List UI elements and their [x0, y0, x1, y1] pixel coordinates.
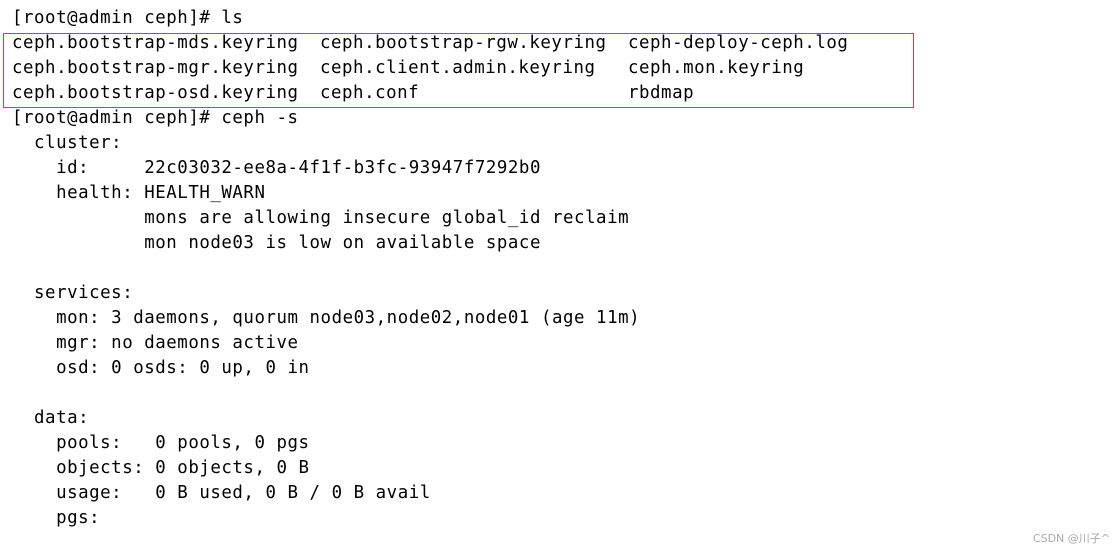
- services-osd-line: osd: 0 osds: 0 up, 0 in: [12, 358, 310, 378]
- file-entry: ceph.conf: [320, 83, 420, 103]
- cluster-health-line: health: HEALTH_WARN: [12, 183, 266, 203]
- blank-line: [12, 256, 868, 281]
- file-entry: ceph.bootstrap-osd.keyring: [12, 83, 299, 103]
- services-section-header: services:: [12, 283, 134, 303]
- data-pgs-line: pgs:: [12, 508, 101, 528]
- cluster-section-header: cluster:: [12, 133, 123, 153]
- services-mgr-line: mgr: no daemons active: [12, 333, 299, 353]
- file-entry: ceph-deploy-ceph.log: [628, 33, 849, 53]
- data-pools-line: pools: 0 pools, 0 pgs: [12, 433, 310, 453]
- ls-output-highlight-box: [3, 33, 914, 108]
- file-entry: ceph.bootstrap-mds.keyring: [12, 33, 299, 53]
- health-detail-line: mon node03 is low on available space: [12, 233, 541, 253]
- ceph-status-command-line: [root@admin ceph]# ceph -s: [12, 108, 299, 128]
- services-mon-line: mon: 3 daemons, quorum node03,node02,nod…: [12, 308, 641, 328]
- data-section-header: data:: [12, 408, 90, 428]
- terminal-output: [root@admin ceph]# ls ceph.bootstrap-mds…: [12, 6, 868, 531]
- cluster-id-line: id: 22c03032-ee8a-4f1f-b3fc-93947f7292b0: [12, 158, 541, 178]
- ls-output-row: ceph.bootstrap-mds.keyring ceph.bootstra…: [12, 31, 868, 56]
- file-entry: rbdmap: [628, 83, 695, 103]
- ls-output-row: ceph.bootstrap-osd.keyring ceph.conf rbd…: [12, 81, 868, 106]
- file-entry: ceph.bootstrap-mgr.keyring: [12, 58, 299, 78]
- file-entry: ceph.bootstrap-rgw.keyring: [320, 33, 607, 53]
- ls-output-row: ceph.bootstrap-mgr.keyring ceph.client.a…: [12, 56, 868, 81]
- file-entry: ceph.client.admin.keyring: [320, 58, 596, 78]
- ls-command-line: [root@admin ceph]# ls: [12, 8, 244, 28]
- health-detail-line: mons are allowing insecure global_id rec…: [12, 208, 630, 228]
- data-usage-line: usage: 0 B used, 0 B / 0 B avail: [12, 483, 431, 503]
- blank-line: [12, 381, 868, 406]
- csdn-watermark: CSDN @川子^: [1032, 532, 1110, 545]
- file-entry: ceph.mon.keyring: [628, 58, 805, 78]
- data-objects-line: objects: 0 objects, 0 B: [12, 458, 310, 478]
